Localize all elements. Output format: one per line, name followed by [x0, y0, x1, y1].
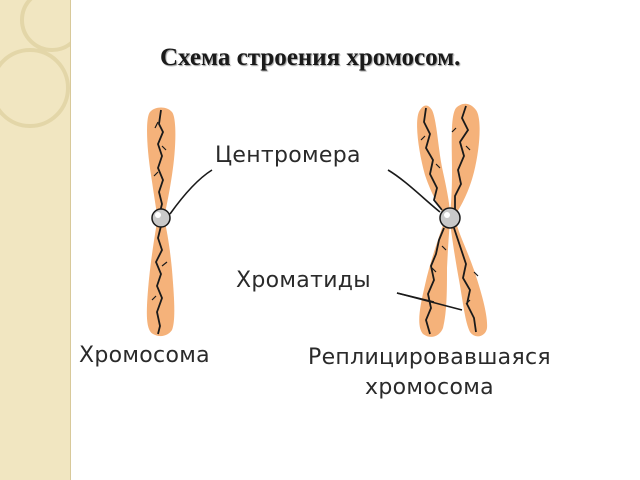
chromatin-thread-right	[453, 105, 477, 333]
leader-centromere-left	[169, 169, 213, 215]
sister-chromatid-right-upper	[450, 103, 480, 214]
leader-centromere-right	[387, 169, 441, 213]
replicated-chromosome	[417, 103, 488, 337]
centromere-replicated-highlight	[444, 212, 450, 218]
replicated-label-line2: хромосома	[365, 375, 494, 400]
chromatin-thread	[155, 109, 164, 335]
centromere-label: Центромера	[215, 143, 361, 168]
single-chromosome	[146, 107, 176, 337]
chromatids-label: Хроматиды	[236, 268, 371, 293]
slide-title: Схема строения хромосом.	[160, 44, 461, 71]
leader-chromatids-2	[396, 292, 463, 311]
replicated-chromosome-label: Реплицировавшаяся хромосома	[308, 343, 551, 403]
decorative-ring-icon	[0, 0, 70, 128]
centromere-replicated	[439, 207, 461, 229]
centromere-single	[151, 208, 171, 228]
sister-chromatid-right-lower	[450, 222, 488, 337]
leader-lines	[169, 169, 463, 311]
decorative-side-band	[0, 0, 71, 480]
chromatin-thread-left	[423, 107, 445, 335]
chromatin-thread-details	[420, 127, 479, 305]
chromatin-thread-2	[151, 121, 168, 301]
centromere-highlight	[155, 212, 161, 218]
chromatid-arm-lower	[146, 222, 175, 337]
replicated-label-line1: Реплицировавшаяся	[308, 345, 551, 370]
chromosome-label: Хромосома	[79, 343, 210, 368]
